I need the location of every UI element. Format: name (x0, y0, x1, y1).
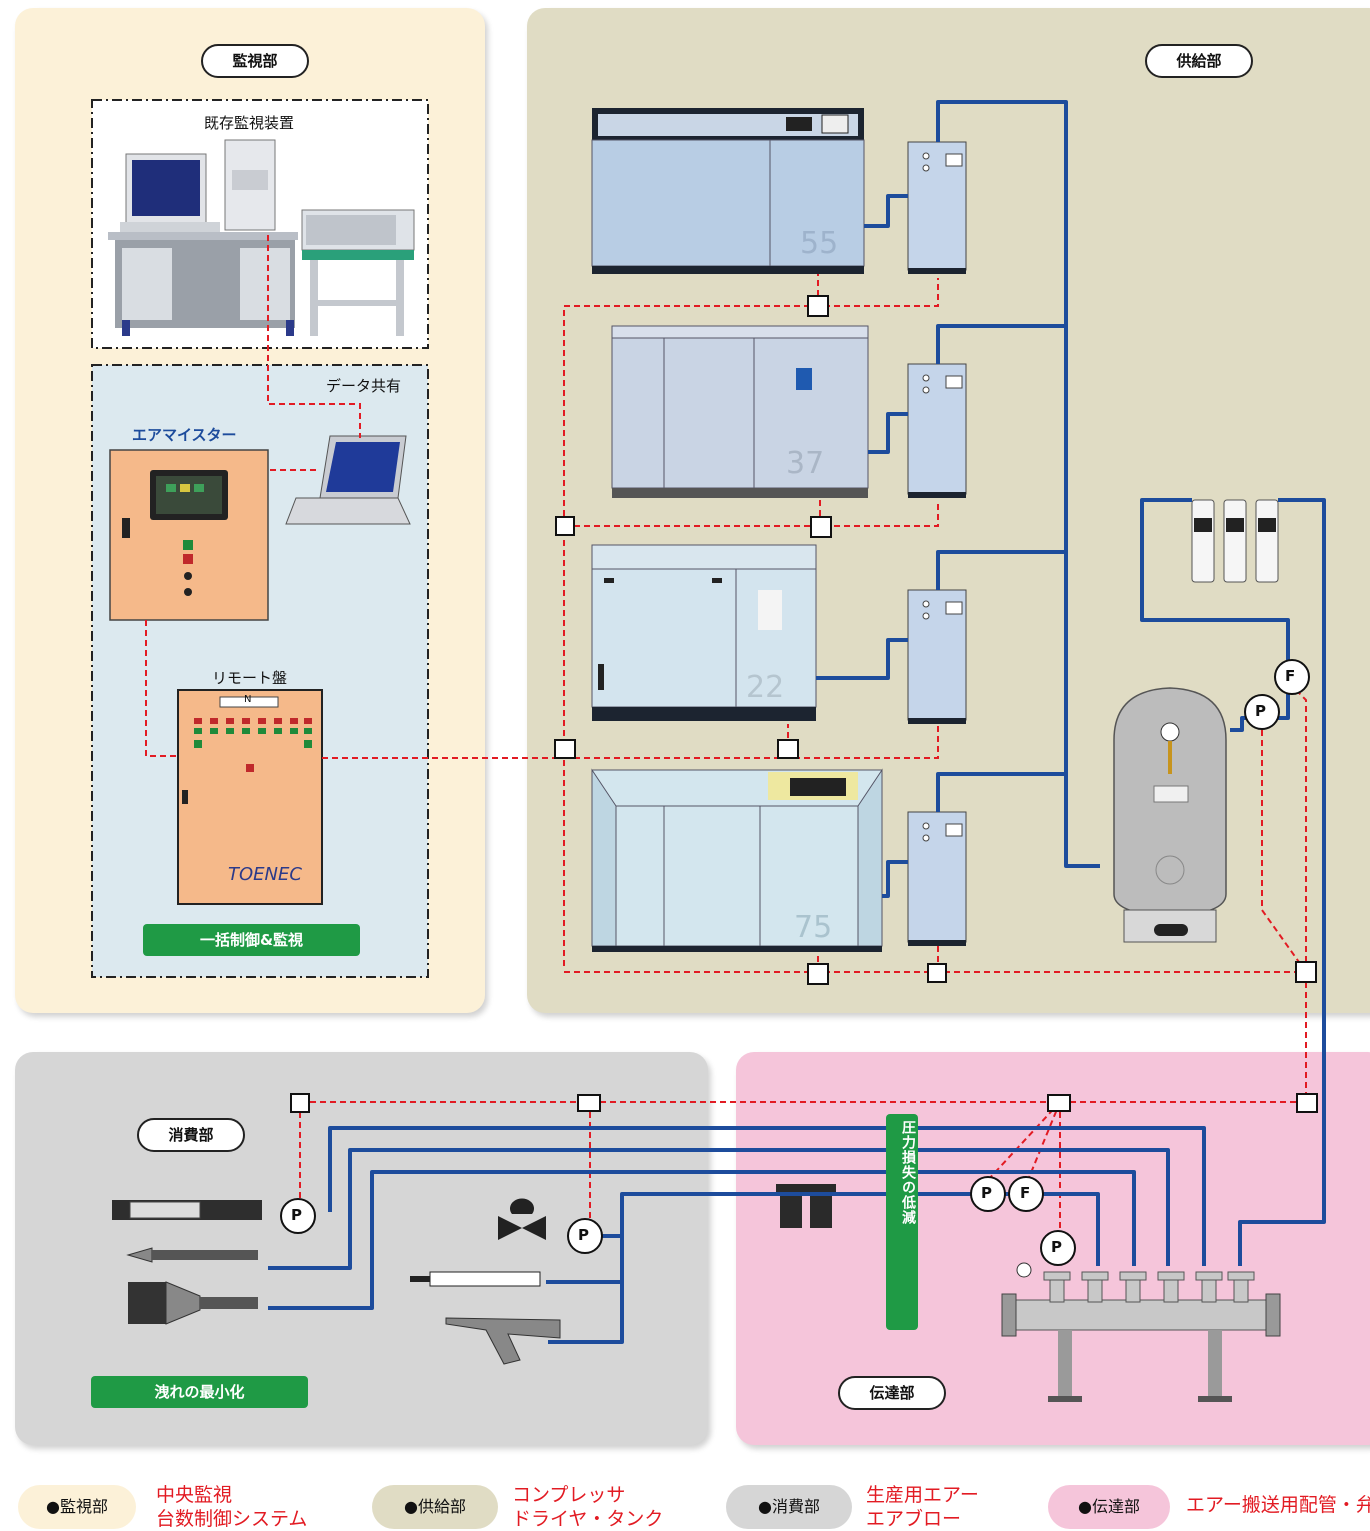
legend-monitor-line1: 中央監視 (156, 1484, 233, 1506)
compressor-22 (591, 544, 817, 721)
pressure-sensor-header: P (1051, 1238, 1062, 1256)
sensor-circles (280, 659, 1310, 1266)
existing-monitor-equipment (108, 139, 415, 336)
supply-section-title: 供給部 (1145, 44, 1253, 78)
pressure-sensor-blower: P (291, 1206, 302, 1224)
remote-panel (177, 689, 323, 905)
legend-consume-line1: 生産用エアー (866, 1484, 979, 1506)
data-share-label: データ共有 (326, 377, 402, 395)
manifold-header (1001, 1262, 1281, 1402)
filter-regulator (776, 1184, 836, 1228)
toenec-logo: TOENEC (228, 864, 302, 885)
transmit-section-title: 伝達部 (838, 1376, 946, 1410)
remote-panel-label: リモート盤 (212, 669, 288, 687)
existing-monitor-label: 既存監視装置 (204, 114, 295, 132)
air-meister-label: エアマイスター (132, 426, 237, 444)
monitor-section-title: 監視部 (201, 44, 309, 78)
air-meister-controller (109, 449, 269, 621)
legend-transmit-line1: エアー搬送用配管・弁 (1186, 1494, 1370, 1516)
line-filters (1191, 499, 1279, 583)
compressor-75 (591, 768, 883, 952)
air-tank (1113, 687, 1227, 943)
legend-monitor-pill: ●監視部 (18, 1485, 136, 1529)
compressor-22-number: 22 (746, 670, 785, 705)
signal-junctions (290, 295, 1318, 1113)
air-pipes (268, 100, 1326, 1344)
dryer-units (907, 141, 967, 943)
pressure-loss-bar (886, 1114, 918, 1330)
legend-consume-pill: ●消費部 (726, 1485, 852, 1529)
leak-minimize-banner: 洩れの最小化 (91, 1376, 308, 1408)
legend-supply-line1: コンプレッサ (512, 1484, 626, 1506)
compressor-55 (591, 108, 865, 274)
pressure-loss-label: 圧力損失の低減 (900, 1120, 916, 1225)
compressor-75-number: 75 (794, 910, 833, 945)
pressure-sensor-line: P (981, 1184, 992, 1202)
laptop-computer (285, 435, 411, 525)
compressor-37 (611, 325, 869, 498)
pressure-sensor-valve: P (578, 1226, 589, 1244)
flow-sensor-tank: F (1285, 667, 1296, 685)
compressor-55-number: 55 (800, 226, 839, 261)
batch-control-banner: 一括制御&監視 (143, 924, 360, 956)
legend-monitor-line2: 台数制御システム (156, 1508, 308, 1530)
legend-supply-line2: ドライヤ・タンク (512, 1508, 664, 1530)
legend-transmit-pill: ●伝達部 (1048, 1485, 1170, 1529)
compressor-37-number: 37 (786, 446, 825, 481)
consume-section-title: 消費部 (137, 1118, 245, 1152)
pressure-sensor-tank: P (1255, 702, 1266, 720)
legend-supply-pill: ●供給部 (372, 1485, 498, 1529)
remote-panel-n: N (244, 694, 252, 705)
flow-sensor-line: F (1020, 1184, 1031, 1202)
legend-consume-line2: エアブロー (866, 1508, 962, 1530)
consumer-devices (112, 1198, 561, 1365)
